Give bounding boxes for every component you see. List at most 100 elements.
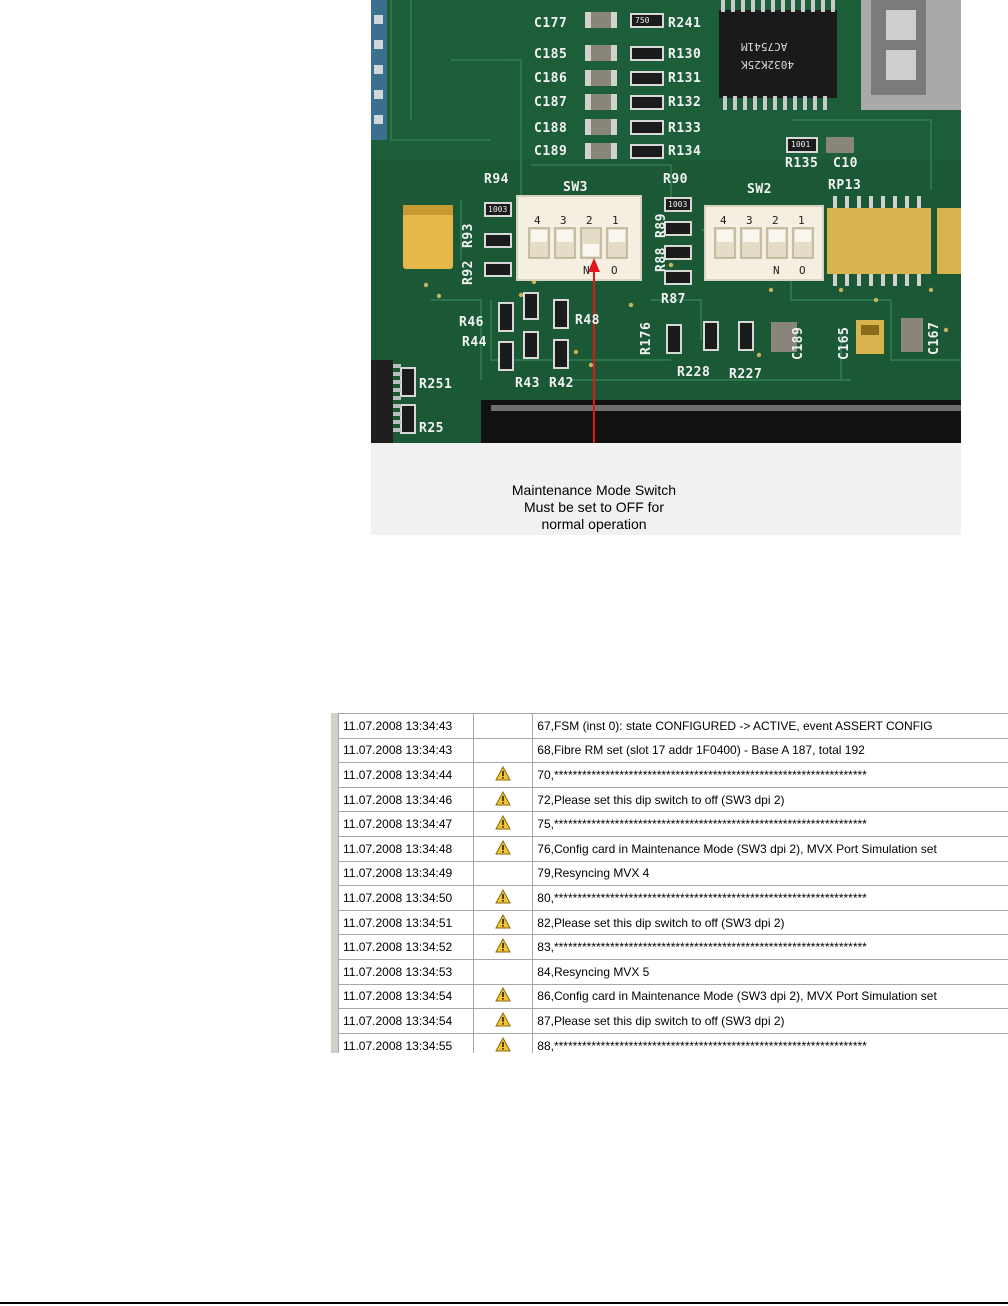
table-row[interactable]: 11.07.2008 13:34:46 72,Please set this di… [338,786,1008,813]
label-r130: R130 [668,47,702,62]
warning-triangle-icon [495,1011,511,1030]
table-row[interactable]: 11.07.2008 13:34:44 70,******************… [338,762,1008,788]
label-r134: R134 [668,144,702,159]
log-message-cell: 72,Please set this dip switch to off (SW… [532,786,1008,813]
log-message-cell: 86,Config card in Maintenance Mode (SW3 … [532,983,1008,1010]
warning-triangle-icon [495,913,511,932]
table-row[interactable]: 11.07.2008 13:34:49 79,Resyncing MVX 4 [338,860,1008,887]
label-r89: R89 [654,213,669,238]
sw2-on-n: N [773,264,780,277]
label-c189: C189 [534,144,568,159]
warning-triangle-icon [495,987,511,1005]
label-r94: R94 [484,172,509,187]
label-sw3: SW3 [563,180,588,195]
warning-triangle-icon [495,938,511,956]
sw2-pos-2: 2 [772,214,779,227]
log-message-cell: 82,Please set this dip switch to off (SW… [532,909,1008,936]
warning-triangle-icon [495,815,511,833]
warning-triangle-icon [495,790,511,809]
log-time-cell: 11.07.2008 13:34:44 [338,762,474,788]
label-r132: R132 [668,95,702,110]
log-icon-cell [472,762,534,788]
resistor-code-1003-b: 1003 [668,200,688,209]
label-r46: R46 [459,315,484,330]
label-r92: R92 [461,260,476,285]
log-message-cell: 70,*************************************… [532,762,1008,788]
caption-line-3: normal operation [541,516,647,532]
label-r42: R42 [549,376,574,391]
label-c165: C165 [837,326,852,360]
warning-triangle-icon [495,888,511,907]
label-r25: R25 [419,421,444,436]
label-r133: R133 [668,121,702,136]
log-time-cell: 11.07.2008 13:34:48 [338,835,474,862]
sw3-pos-1: 1 [612,214,619,227]
chip-marking-1: AC7541M [741,40,788,53]
log-time-cell: 11.07.2008 13:34:51 [338,909,474,936]
log-time-cell: 11.07.2008 13:34:54 [338,1008,474,1034]
log-icon-cell [472,983,534,1010]
table-row[interactable]: 11.07.2008 13:34:52 83,******************… [338,934,1008,960]
label-r90: R90 [663,172,688,187]
label-r135: R135 [785,156,819,171]
log-body: 11.07.2008 13:34:43 67,FSM (inst 0): stat… [338,713,1008,1053]
label-r228: R228 [677,365,711,380]
label-rp13: RP13 [828,178,862,193]
log-time-cell: 11.07.2008 13:34:43 [338,737,474,764]
log-time-cell: 11.07.2008 13:34:47 [338,811,474,837]
table-row[interactable]: 11.07.2008 13:34:47 75,******************… [338,811,1008,837]
log-icon-cell [472,860,534,887]
label-r131: R131 [668,71,702,86]
log-icon-cell [472,1032,534,1053]
label-r48: R48 [575,313,600,328]
table-row[interactable]: 11.07.2008 13:34:51 82,Please set this di… [338,909,1008,936]
label-c177: C177 [534,16,568,31]
resistor-code-1003: 1003 [488,205,508,214]
log-message-cell: 84,Resyncing MVX 5 [532,958,1008,985]
log-time-cell: 11.07.2008 13:34:52 [338,934,474,960]
sw3-pos-3: 3 [560,214,567,227]
chip-marking-2: 4032K25K [741,58,794,71]
log-icon-cell [472,885,534,911]
log-icon-cell [472,835,534,862]
log-message-cell: 83,*************************************… [532,934,1008,960]
log-icon-cell [472,786,534,813]
resistor-code-1001: 1001 [791,140,811,149]
log-icon-cell [472,934,534,960]
log-time-cell: 11.07.2008 13:34:49 [338,860,474,887]
log-message-cell: 75,*************************************… [532,811,1008,837]
label-c186: C186 [534,71,568,86]
pcb-photo-panel: C177 R241 C185 R130 C186 R131 C187 R132 … [371,0,961,535]
log-icon-cell [472,909,534,936]
table-row[interactable]: 11.07.2008 13:34:43 68,Fibre RM set (slot… [338,737,1008,764]
label-sw2: SW2 [747,182,772,197]
table-row[interactable]: 11.07.2008 13:34:54 86,Config card in Mai… [338,983,1008,1010]
log-message-cell: 68,Fibre RM set (slot 17 addr 1F0400) - … [532,737,1008,764]
sw3-on-o: O [611,264,618,277]
log-time-cell: 11.07.2008 13:34:46 [338,786,474,813]
log-message-cell: 80,*************************************… [532,885,1008,911]
label-r251: R251 [419,377,453,392]
label-r93: R93 [461,223,476,248]
label-r227: R227 [729,367,763,382]
label-c10: C10 [833,156,858,171]
label-r43: R43 [515,376,540,391]
sw2-pos-4: 4 [720,214,727,227]
sw3-on-n: N [583,264,590,277]
log-time-cell: 11.07.2008 13:34:54 [338,983,474,1010]
log-message-cell: 79,Resyncing MVX 4 [532,860,1008,887]
label-r88: R88 [654,247,669,272]
sw3-pos-4: 4 [534,214,541,227]
log-icon-cell [472,811,534,837]
label-c187: C187 [534,95,568,110]
log-message-cell: 67,FSM (inst 0): state CONFIGURED -> ACT… [532,713,1008,739]
callout-caption: Maintenance Mode Switch Must be set to O… [371,482,817,533]
label-c167: C167 [927,321,942,355]
sw2-pos-3: 3 [746,214,753,227]
